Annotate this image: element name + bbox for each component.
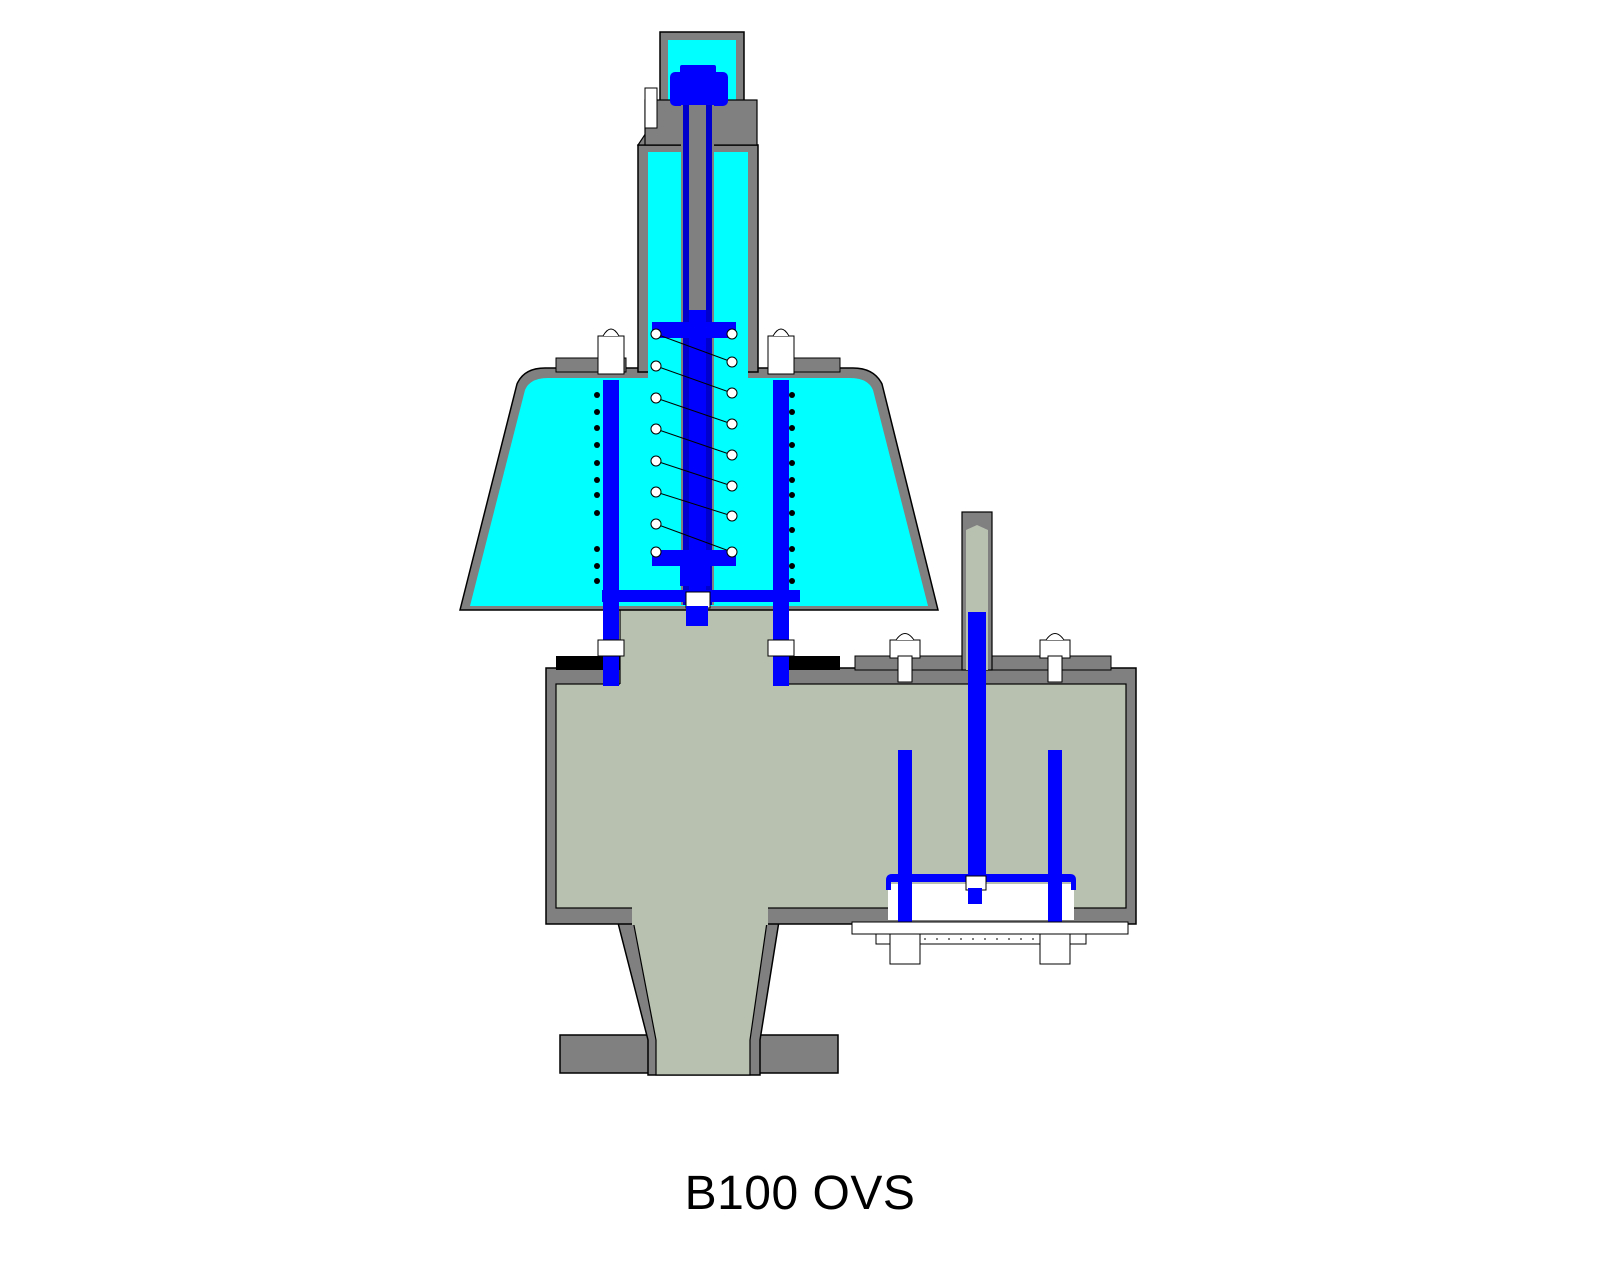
cap — [644, 31, 758, 146]
vent-indicator-stack — [961, 511, 993, 902]
inlet-flange — [559, 904, 839, 1076]
spring-plates — [652, 322, 736, 586]
side-pallet-assembly — [851, 750, 1129, 965]
hood-rivets — [594, 392, 795, 584]
tie-rods — [597, 328, 795, 686]
diagram-title: B100 OVS — [684, 1167, 916, 1220]
spindle — [681, 105, 714, 610]
main-pallet — [602, 590, 800, 626]
spring — [650, 328, 738, 558]
side-top-bolts — [889, 633, 1071, 683]
